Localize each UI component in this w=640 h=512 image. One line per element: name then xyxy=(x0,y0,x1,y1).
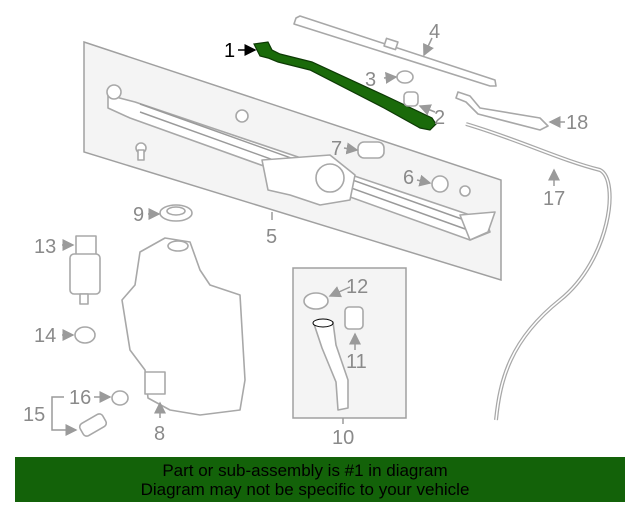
cap-part-3 xyxy=(396,70,414,84)
callout-8: 8 xyxy=(154,423,165,445)
nut-part-2 xyxy=(403,91,419,107)
banner-line-1: Part or sub-assembly is #1 in diagram xyxy=(162,461,448,480)
cap-part-12 xyxy=(303,292,329,310)
reservoir-part-8 xyxy=(121,237,246,416)
callout-16: 16 xyxy=(69,387,91,409)
callout-1: 1 xyxy=(224,40,235,62)
clip-part-16 xyxy=(111,390,129,406)
callout-4: 4 xyxy=(429,21,440,43)
grommet-part-14 xyxy=(74,326,96,344)
callout-5: 5 xyxy=(266,226,277,248)
callout-18: 18 xyxy=(566,112,588,134)
callout-7: 7 xyxy=(331,138,342,160)
wiper-linkage-assembly xyxy=(106,84,496,241)
nut-part-6 xyxy=(431,175,449,193)
callout-6: 6 xyxy=(403,167,414,189)
callout-11: 11 xyxy=(346,351,367,373)
callout-9: 9 xyxy=(133,204,144,226)
grommet-part-7 xyxy=(357,141,385,159)
filler-neck xyxy=(313,321,349,411)
cap-part-11 xyxy=(344,306,364,330)
callout-15: 15 xyxy=(23,404,45,426)
callout-17: 17 xyxy=(543,188,565,210)
wiper-arm-part-1[interactable] xyxy=(253,41,437,131)
pump-part-13 xyxy=(69,235,101,305)
callout-2: 2 xyxy=(434,107,445,129)
callout-14: 14 xyxy=(34,325,56,347)
wiper-blade-part-4 xyxy=(293,15,497,87)
callout-10: 10 xyxy=(332,427,354,449)
hose-part-18 xyxy=(455,91,549,131)
callout-12: 12 xyxy=(346,276,368,298)
callout-3: 3 xyxy=(365,69,376,91)
banner-line-2: Diagram may not be specific to your vehi… xyxy=(140,480,470,499)
callout-13: 13 xyxy=(34,236,56,258)
sensor-part-15 xyxy=(78,413,108,437)
info-banner: Part or sub-assembly is #1 in diagram Di… xyxy=(15,457,625,502)
